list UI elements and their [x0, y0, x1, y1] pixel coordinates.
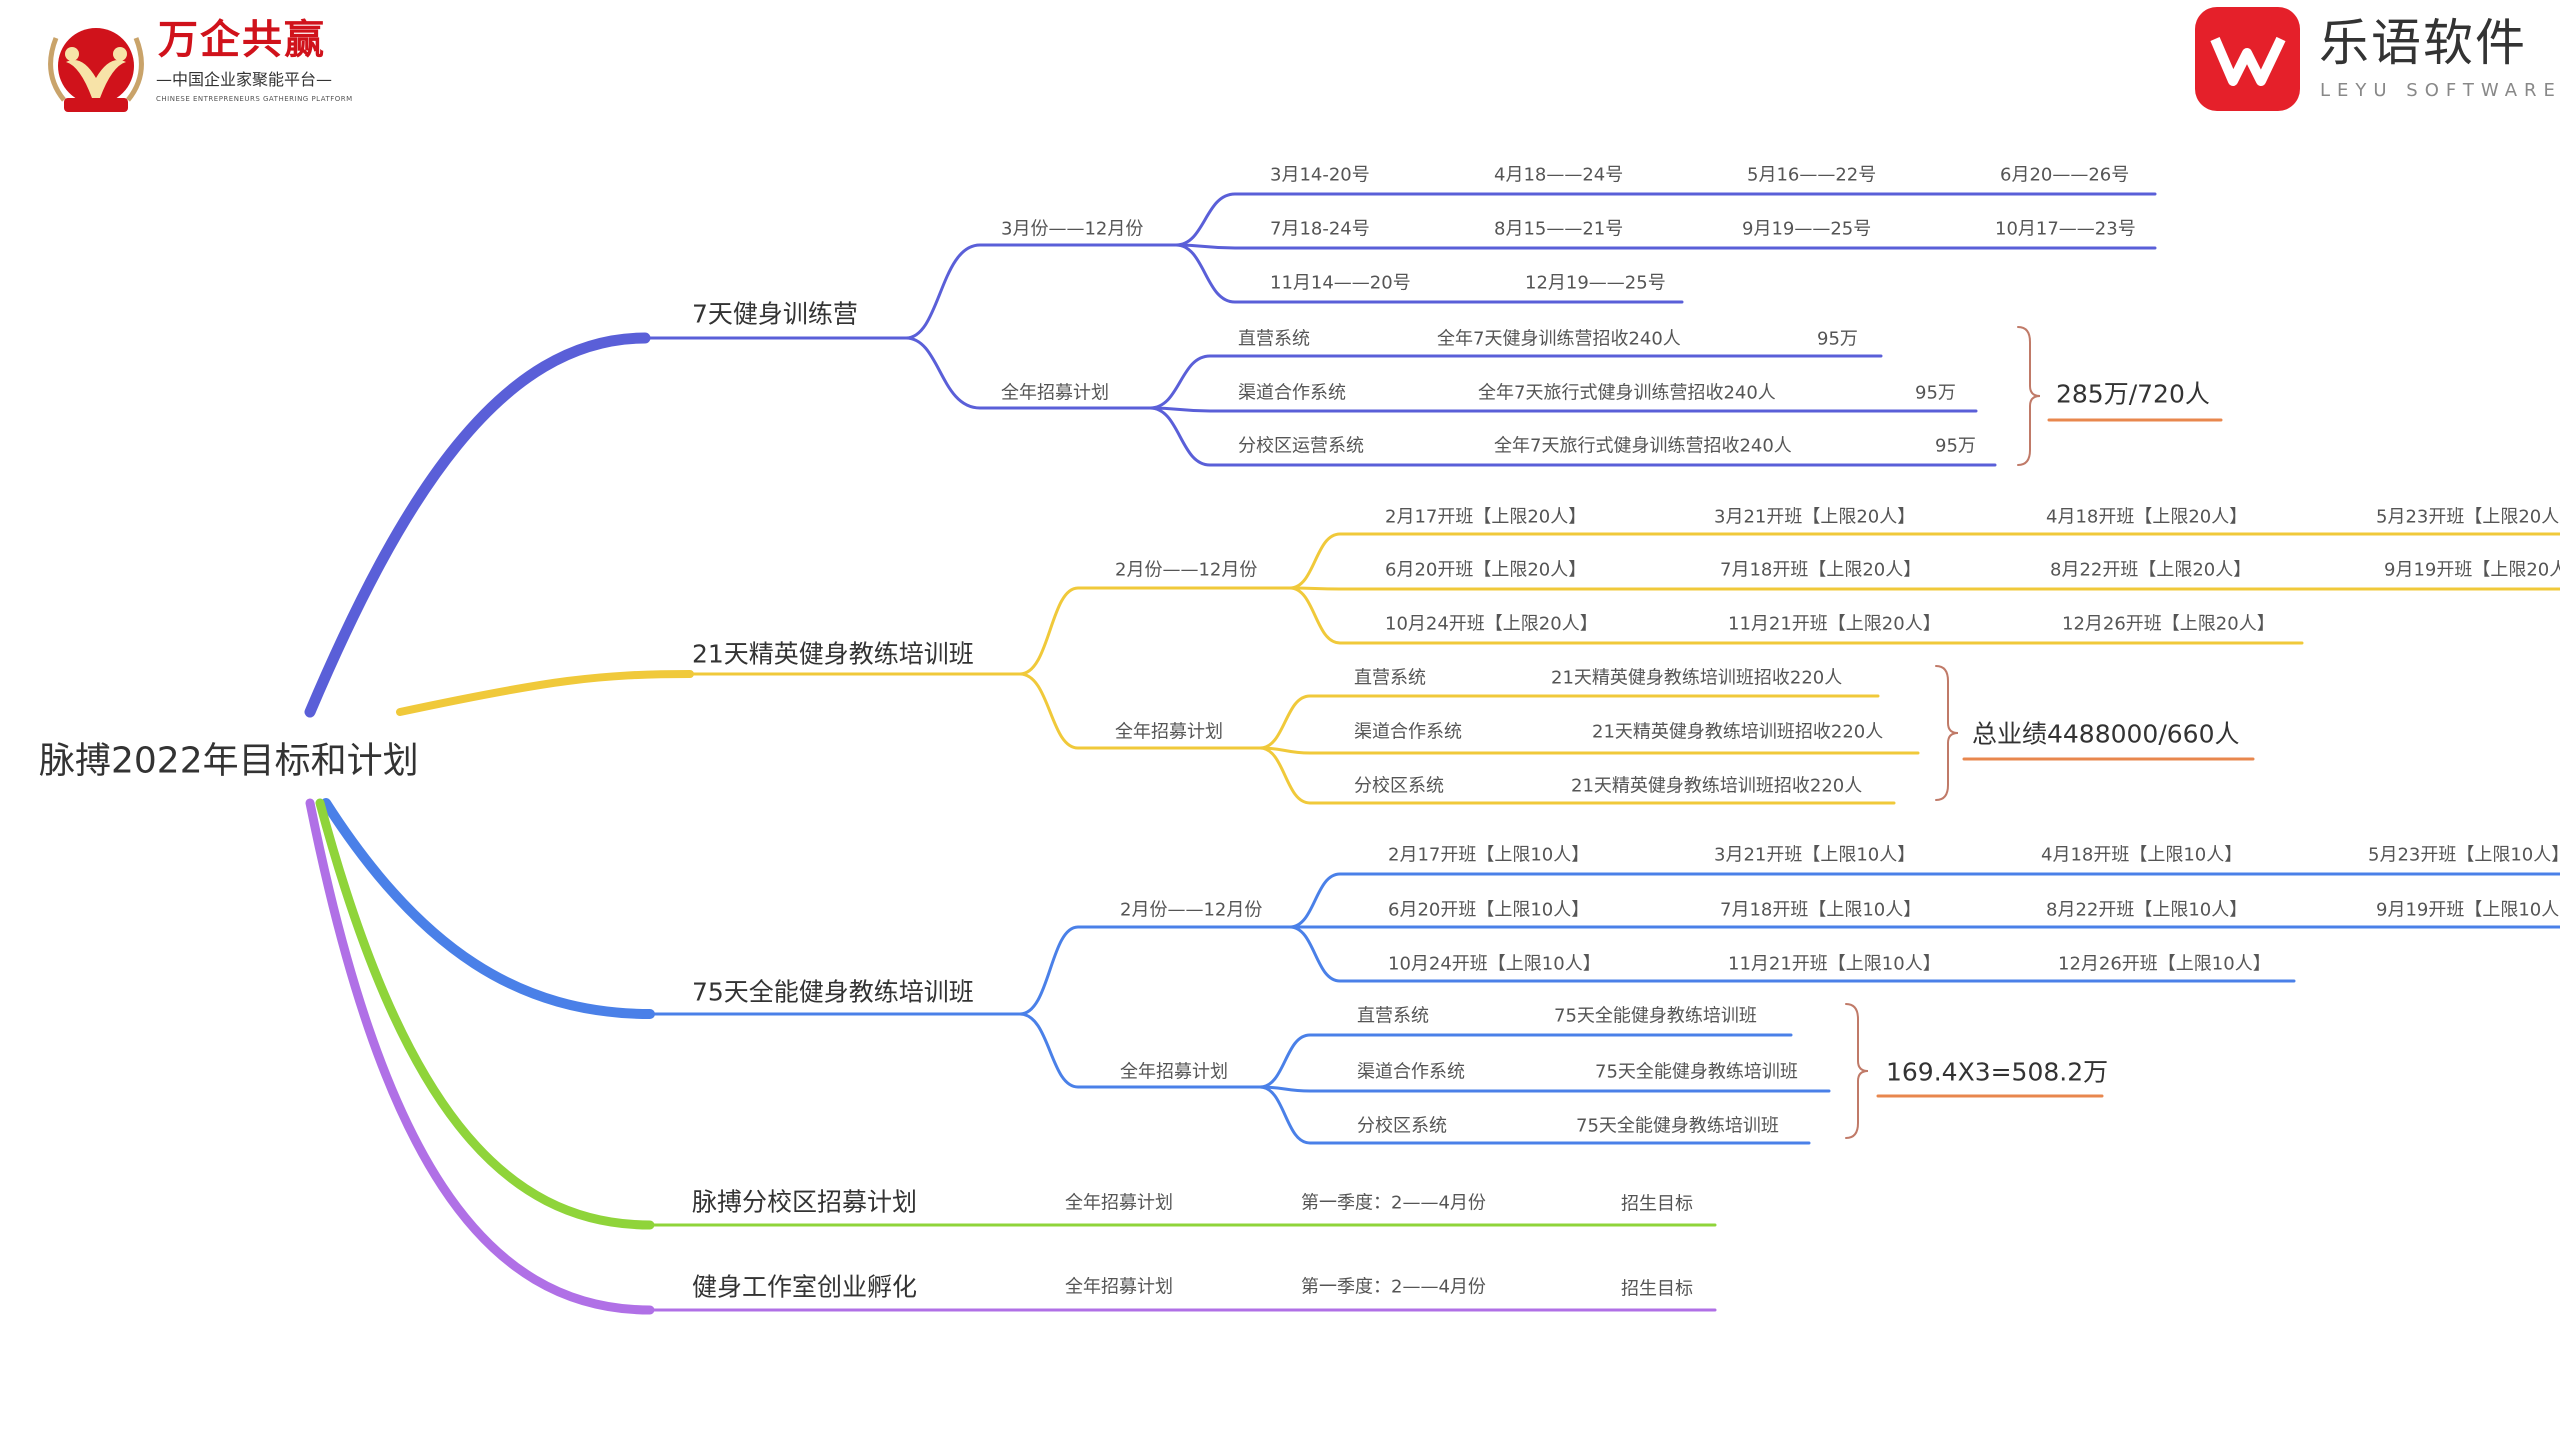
- schedule-item: 5月23开班【上限20人】: [2376, 506, 2560, 528]
- channel-desc: 21天精英健身教练培训班招收220人: [1592, 721, 1884, 743]
- channel-amount: 95万: [1817, 328, 1858, 350]
- left-logo-title: 万企共赢: [158, 17, 326, 63]
- recruit-label: 全年招募计划: [1120, 1061, 1228, 1083]
- left-logo-english: CHINESE ENTREPRENEURS GATHERING PLATFORM: [156, 95, 353, 103]
- plan-label: 全年招募计划: [1065, 1276, 1173, 1298]
- schedule-label: 2月份——12月份: [1115, 559, 1258, 581]
- schedule-item: 12月26开班【上限20人】: [2062, 613, 2275, 635]
- company-emblem-icon: [48, 28, 144, 112]
- left-logo-subtitle: —中国企业家聚能平台—: [156, 70, 333, 89]
- channel-desc: 75天全能健身教练培训班: [1576, 1115, 1779, 1137]
- schedule-item: 5月16——22号: [1747, 164, 1877, 186]
- root-topic: 脉搏2022年目标和计划: [39, 740, 419, 782]
- branch-3-lines: [321, 798, 2560, 1145]
- schedule-item: 2月17开班【上限20人】: [1385, 506, 1587, 528]
- recruit-label: 全年招募计划: [1001, 382, 1109, 404]
- channel-label: 渠道合作系统: [1357, 1061, 1465, 1083]
- branch-5-lines: [305, 798, 1717, 1315]
- goal-label: 招生目标: [1621, 1193, 1693, 1215]
- channel-label: 直营系统: [1238, 328, 1310, 350]
- schedule-label: 3月份——12月份: [1001, 218, 1144, 240]
- channel-desc: 75天全能健身教练培训班: [1595, 1061, 1798, 1083]
- schedule-item: 2月17开班【上限10人】: [1388, 844, 1590, 866]
- channel-desc: 21天精英健身教练培训班招收220人: [1551, 667, 1843, 689]
- schedule-item: 8月22开班【上限10人】: [2046, 899, 2248, 921]
- channel-desc: 全年7天旅行式健身训练营招收240人: [1494, 435, 1792, 457]
- channel-label: 分校区系统: [1354, 775, 1444, 797]
- right-logo-english: LEYU SOFTWARE: [2320, 80, 2560, 101]
- channel-amount: 95万: [1935, 435, 1976, 457]
- schedule-item: 10月24开班【上限20人】: [1385, 613, 1598, 635]
- branch-total: 总业绩4488000/660人: [1972, 719, 2240, 749]
- total-underlines: [1876, 418, 2255, 1098]
- schedule-item: 7月18开班【上限10人】: [1720, 899, 1922, 921]
- branch-title: 7天健身训练营: [692, 299, 858, 329]
- schedule-item: 12月19——25号: [1525, 272, 1666, 294]
- schedule-item: 11月14——20号: [1270, 272, 1411, 294]
- schedule-item: 3月14-20号: [1270, 164, 1370, 186]
- schedule-item: 10月24开班【上限10人】: [1388, 953, 1601, 975]
- plan-label: 全年招募计划: [1065, 1192, 1173, 1214]
- schedule-item: 4月18——24号: [1494, 164, 1624, 186]
- schedule-item: 7月18-24号: [1270, 218, 1370, 240]
- schedule-item: 8月22开班【上限20人】: [2050, 559, 2252, 581]
- period-label: 第一季度：2——4月份: [1301, 1192, 1486, 1214]
- branch-2-lines: [396, 532, 2560, 805]
- channel-amount: 95万: [1915, 382, 1956, 404]
- schedule-item: 3月21开班【上限10人】: [1714, 844, 1916, 866]
- schedule-label: 2月份——12月份: [1120, 899, 1263, 921]
- right-logo-title: 乐语软件: [2319, 14, 2527, 72]
- schedule-item: 6月20开班【上限20人】: [1385, 559, 1587, 581]
- schedule-item: 9月19——25号: [1742, 218, 1872, 240]
- branch-title: 脉搏分校区招募计划: [692, 1187, 918, 1217]
- schedule-item: 9月19开班【上限20人】: [2384, 559, 2560, 581]
- schedule-item: 12月26开班【上限10人】: [2058, 953, 2271, 975]
- channel-desc: 75天全能健身教练培训班: [1554, 1005, 1757, 1027]
- channel-label: 渠道合作系统: [1354, 721, 1462, 743]
- channel-label: 直营系统: [1357, 1005, 1429, 1027]
- schedule-item: 6月20——26号: [2000, 164, 2130, 186]
- channel-label: 分校区运营系统: [1238, 435, 1364, 457]
- channel-desc: 全年7天旅行式健身训练营招收240人: [1478, 382, 1776, 404]
- channel-label: 分校区系统: [1357, 1115, 1447, 1137]
- schedule-item: 4月18开班【上限20人】: [2046, 506, 2248, 528]
- period-label: 第一季度：2——4月份: [1301, 1276, 1486, 1298]
- branch-1-lines: [304, 192, 2157, 718]
- branch-title: 健身工作室创业孵化: [692, 1272, 918, 1302]
- schedule-item: 8月15——21号: [1494, 218, 1624, 240]
- goal-label: 招生目标: [1621, 1278, 1693, 1300]
- summary-braces: [1845, 326, 2041, 1139]
- schedule-item: 11月21开班【上限20人】: [1728, 613, 1941, 635]
- channel-label: 直营系统: [1354, 667, 1426, 689]
- branch-title: 21天精英健身教练培训班: [692, 639, 974, 669]
- leyu-logo-icon: [2195, 7, 2300, 111]
- schedule-item: 6月20开班【上限10人】: [1388, 899, 1590, 921]
- branch-title: 75天全能健身教练培训班: [692, 977, 974, 1007]
- branch-total: 285万/720人: [2056, 379, 2210, 409]
- schedule-item: 11月21开班【上限10人】: [1728, 953, 1941, 975]
- schedule-item: 10月17——23号: [1995, 218, 2136, 240]
- branch-4-lines: [315, 798, 1717, 1230]
- schedule-item: 4月18开班【上限10人】: [2041, 844, 2243, 866]
- schedule-item: 7月18开班【上限20人】: [1720, 559, 1922, 581]
- schedule-item: 5月23开班【上限10人】: [2368, 844, 2560, 866]
- schedule-item: 9月19开班【上限10人】: [2376, 899, 2560, 921]
- branch-total: 169.4X3=508.2万: [1886, 1057, 2109, 1087]
- channel-desc: 全年7天健身训练营招收240人: [1437, 328, 1681, 350]
- recruit-label: 全年招募计划: [1115, 721, 1223, 743]
- channel-desc: 21天精英健身教练培训班招收220人: [1571, 775, 1863, 797]
- schedule-item: 3月21开班【上限20人】: [1714, 506, 1916, 528]
- channel-label: 渠道合作系统: [1238, 382, 1346, 404]
